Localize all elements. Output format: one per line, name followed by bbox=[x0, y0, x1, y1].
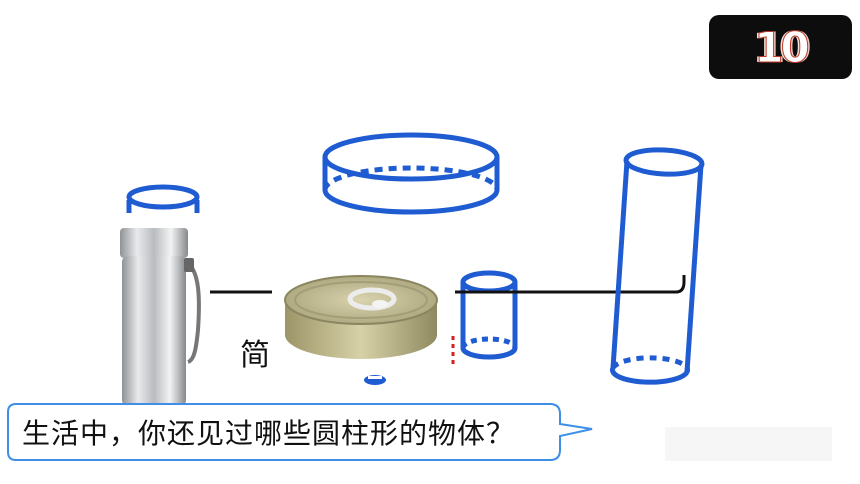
small-cylinder-top-outline bbox=[126, 184, 200, 213]
small-cylinder-outline bbox=[460, 270, 518, 360]
countdown-timer: 10 bbox=[709, 15, 852, 79]
pointer-line-right bbox=[455, 275, 686, 294]
tin-can-image bbox=[284, 275, 438, 359]
tall-cylinder-outline bbox=[610, 147, 705, 385]
wide-cylinder-outline bbox=[322, 132, 500, 215]
thermos-bottle-image bbox=[120, 228, 201, 406]
character-label: 简 bbox=[240, 338, 270, 373]
speech-bubble bbox=[7, 403, 593, 461]
timer-number: 10 bbox=[754, 22, 810, 72]
question-text: 生活中，你还见过哪些圆柱形的物体？ bbox=[22, 417, 516, 450]
faint-placeholder-box bbox=[665, 427, 832, 461]
